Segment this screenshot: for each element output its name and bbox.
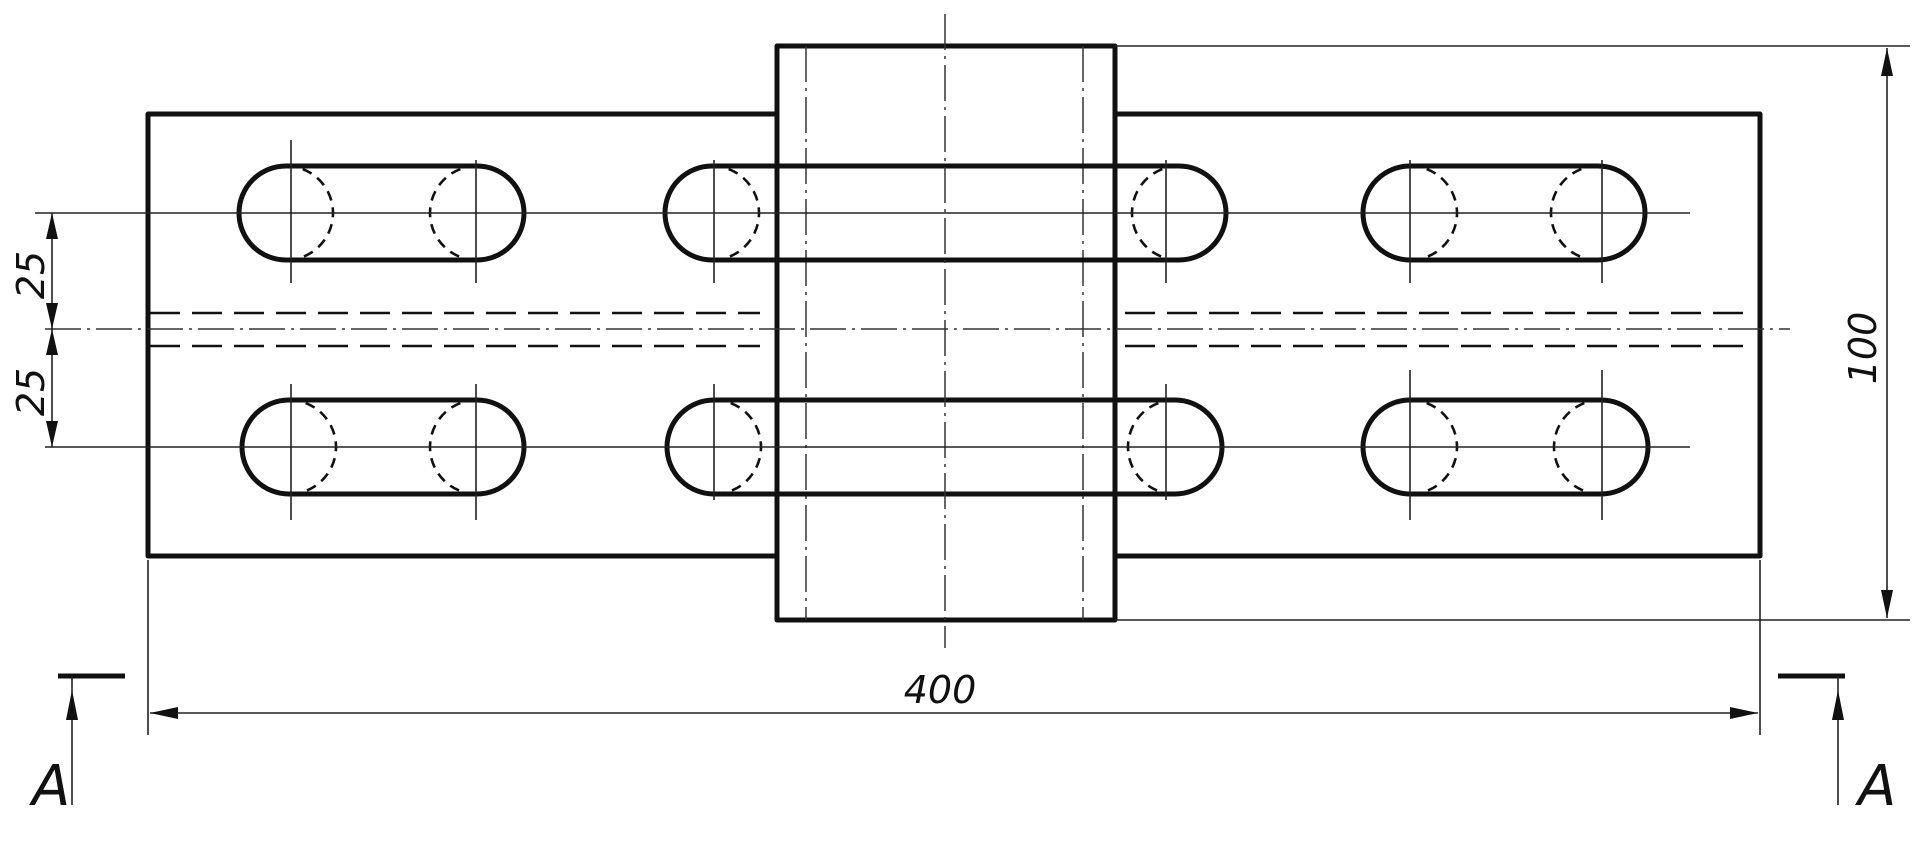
section-marker-left: A	[29, 673, 125, 819]
dimension-offset-upper-label: 25	[9, 251, 53, 299]
short-slot-bottom-left	[239, 397, 527, 497]
dimension-offset-lower-label: 25	[9, 368, 53, 416]
dimension-offsets: 25 25	[9, 213, 58, 447]
center-member-outline	[774, 43, 1118, 623]
center-member	[774, 43, 1118, 623]
short-slots	[236, 163, 1651, 497]
short-slot-top-left	[236, 163, 527, 263]
centerlines	[35, 14, 1790, 648]
dimension-height: 100	[1115, 45, 1910, 621]
dimension-length: 400	[147, 560, 1761, 735]
short-slot-top-right	[1360, 163, 1648, 263]
long-slots	[662, 163, 1229, 497]
long-slot-upper	[662, 163, 1229, 263]
section-label-right: A	[1855, 754, 1896, 819]
base-plate-left	[145, 111, 777, 559]
dimension-length-label: 400	[904, 668, 977, 712]
section-marker-right: A	[1778, 673, 1896, 819]
dimension-height-label: 100	[1841, 312, 1885, 385]
hidden-arcs	[285, 164, 1602, 496]
hidden-lines	[150, 311, 1750, 348]
base-plate-right	[1115, 111, 1763, 559]
base-plate	[145, 111, 1763, 559]
long-slot-lower	[664, 397, 1225, 497]
short-slot-bottom-right	[1360, 397, 1651, 497]
section-label-left: A	[29, 754, 70, 819]
